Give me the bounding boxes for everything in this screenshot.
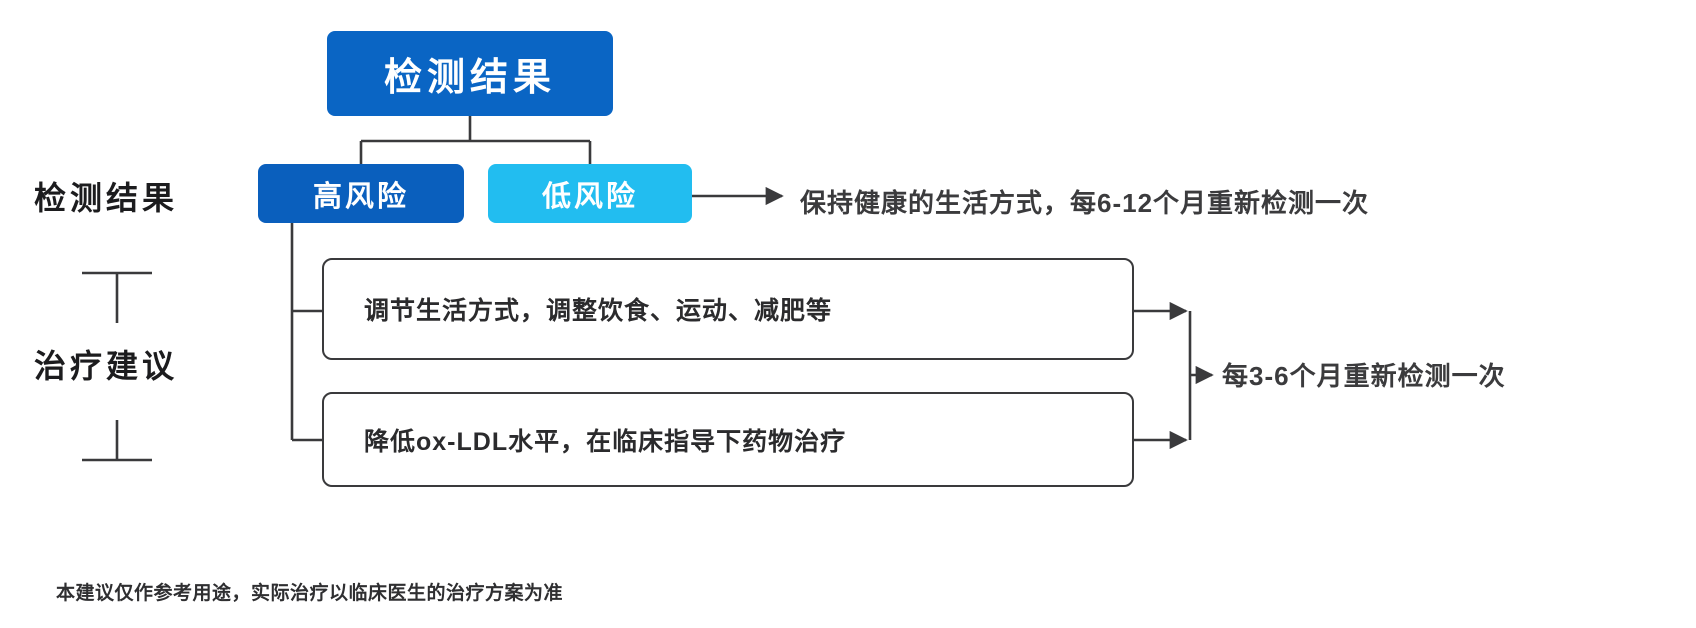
node-low-risk[interactable]: 低风险 [488,164,692,223]
card-medication-therapy[interactable]: 降低ox-LDL水平，在临床指导下药物治疗 [322,392,1134,487]
card-lifestyle-adjustment[interactable]: 调节生活方式，调整饮食、运动、减肥等 [322,258,1134,360]
disclaimer-text: 本建议仅作参考用途，实际治疗以临床医生的治疗方案为准 [56,583,564,604]
side-label-treatment-advice: 治疗建议 [34,348,179,384]
text-retest-interval: 每3-6个月重新检测一次 [1222,361,1506,391]
node-high-risk[interactable]: 高风险 [258,164,464,223]
text-low-risk-recommendation: 保持健康的生活方式，每6-12个月重新检测一次 [800,188,1370,218]
side-label-test-results: 检测结果 [34,180,179,216]
node-test-result-root[interactable]: 检测结果 [327,31,613,116]
